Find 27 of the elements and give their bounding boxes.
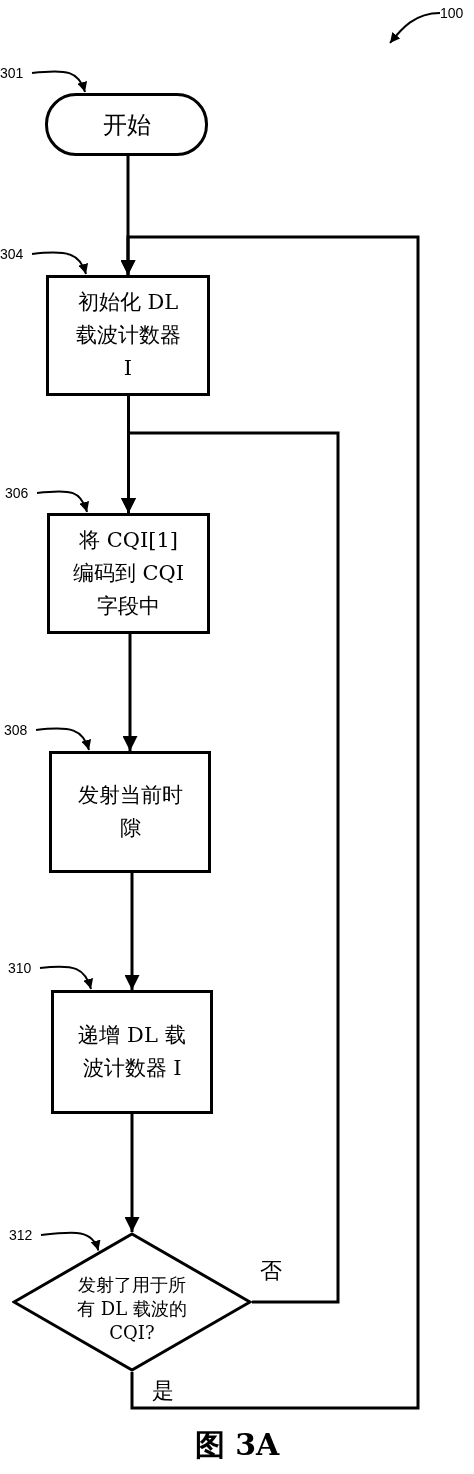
- leader-line: [35, 727, 91, 751]
- callout-number: 312: [9, 1226, 41, 1244]
- leader-line: [31, 70, 87, 93]
- process-box: 递增 DL 载波计数器 I: [51, 990, 213, 1114]
- leader-line: [36, 490, 89, 513]
- arrow: [122, 634, 138, 751]
- callout-number: 308: [4, 721, 36, 739]
- figure-caption: 图 3A: [194, 1426, 280, 1464]
- arrow: [120, 235, 420, 1410]
- callout-number: 100: [440, 2, 474, 24]
- leader-line: [39, 965, 93, 990]
- leader-line: [40, 1231, 100, 1252]
- arrow: [124, 873, 140, 990]
- callout-number: 301: [0, 64, 32, 82]
- callout-number: 310: [8, 959, 40, 977]
- process-box: 发射当前时隙: [49, 751, 211, 873]
- edge-label: 是: [150, 1378, 176, 1404]
- leader-line: [389, 12, 441, 44]
- start-terminal: 开始: [45, 93, 208, 156]
- process-box: 将 CQI[1]编码到 CQI 字段中: [47, 513, 210, 634]
- arrow: [124, 1114, 140, 1232]
- process-box: 初始化 DL 载波计数器 I: [46, 275, 210, 396]
- arrow: [121, 431, 340, 1304]
- callout-number: 306: [5, 484, 37, 502]
- edge-label: 否: [258, 1258, 284, 1284]
- leader-line: [31, 251, 88, 275]
- callout-number: 304: [0, 245, 32, 263]
